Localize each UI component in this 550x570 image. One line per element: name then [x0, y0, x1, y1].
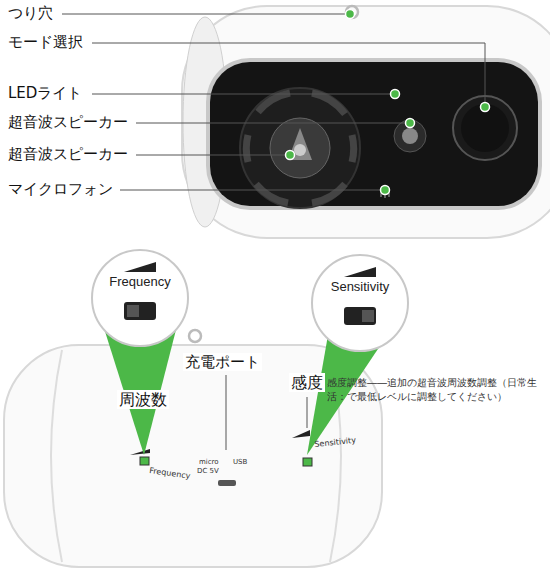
magnifier-callout: Frequency [92, 250, 188, 346]
note: 感度調整――追加の超音波周波数調整（日常生活：で最低レベルに調整してください） [327, 376, 545, 403]
part-label: モード選択 [8, 33, 83, 51]
part-label: つり穴 [8, 4, 53, 22]
leader-lines [144, 375, 307, 452]
printed-marking: DC 5V [197, 467, 219, 475]
printed-marking: USB [233, 458, 247, 466]
device-front [182, 6, 550, 238]
part-label: 感度 [289, 373, 325, 392]
leader-lines [62, 14, 485, 190]
magnifier-callout: Sensitivity [312, 255, 408, 351]
callout-title: Sensitivity [331, 279, 390, 294]
part-label: 超音波スピーカー [8, 145, 128, 163]
part-label: 周波数 [117, 390, 169, 409]
printed-marking: micro [199, 458, 219, 466]
part-label: LEDライト [8, 84, 82, 102]
leader-dots [286, 10, 490, 195]
part-label: 充電ポート [183, 353, 262, 371]
magnifier-circles [92, 250, 408, 351]
part-label: マイクロフォン [8, 180, 113, 198]
part-label: 超音波スピーカー [8, 113, 128, 131]
callout-title: Frequency [109, 274, 170, 289]
